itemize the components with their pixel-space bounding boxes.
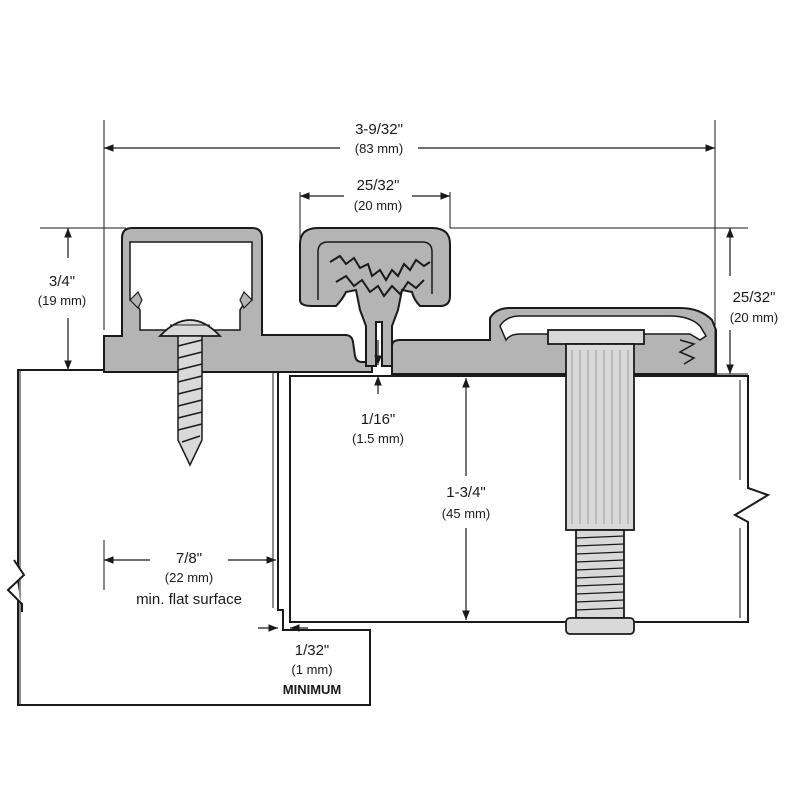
- knuckle-width-label: 25/32" (20 mm): [354, 177, 402, 213]
- center-knuckle: [299, 227, 451, 367]
- overall-width-label: 3-9/32" (83 mm): [355, 121, 403, 156]
- clearance-imperial: 1/32": [295, 642, 330, 659]
- gap-metric: (1.5 mm): [352, 431, 404, 446]
- right-height-imperial: 25/32": [733, 289, 776, 306]
- door-panel: [289, 375, 771, 623]
- door-thickness-metric: (45 mm): [442, 506, 490, 521]
- left-height-label: 3/4" (19 mm): [38, 273, 86, 308]
- left-hinge-leaf: [103, 227, 373, 373]
- through-bolt: [565, 343, 635, 635]
- left-height-imperial: 3/4": [49, 273, 75, 290]
- door-frame: [6, 369, 371, 706]
- flat-surface-label: 7/8" (22 mm) min. flat surface: [136, 550, 242, 608]
- door-thickness-label: 1-3/4" (45 mm): [442, 484, 490, 521]
- gap-label: 1/16" (1.5 mm): [352, 411, 404, 446]
- dimension-lines: [40, 120, 748, 632]
- gap-imperial: 1/16": [361, 411, 396, 428]
- left-height-metric: (19 mm): [38, 293, 86, 308]
- clearance-note: MINIMUM: [283, 682, 342, 697]
- overall-width-metric: (83 mm): [355, 141, 403, 156]
- right-hinge-leaf: [391, 307, 717, 375]
- flat-surface-note: min. flat surface: [136, 591, 242, 608]
- right-height-label: 25/32" (20 mm): [730, 289, 778, 325]
- screw: [177, 335, 203, 467]
- knuckle-width-imperial: 25/32": [357, 177, 400, 194]
- door-thickness-imperial: 1-3/4": [446, 484, 486, 501]
- knuckle-width-metric: (20 mm): [354, 198, 402, 213]
- clearance-label: 1/32" (1 mm) MINIMUM: [283, 642, 342, 697]
- flat-surface-imperial: 7/8": [176, 550, 202, 567]
- overall-width-imperial: 3-9/32": [355, 121, 403, 138]
- right-height-metric: (20 mm): [730, 310, 778, 325]
- clearance-metric: (1 mm): [291, 662, 332, 677]
- flat-surface-metric: (22 mm): [165, 570, 213, 585]
